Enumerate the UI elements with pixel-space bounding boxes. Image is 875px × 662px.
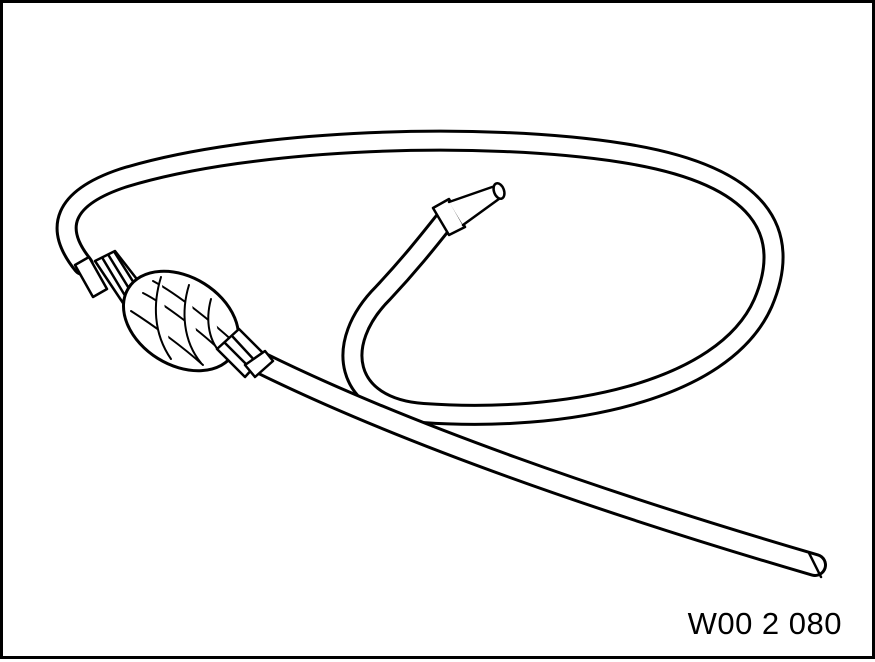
figure-code-label: W00 2 080 bbox=[687, 606, 842, 641]
lower-hose bbox=[249, 351, 827, 579]
outlet-fitting bbox=[215, 327, 275, 379]
hose-tip-connector bbox=[431, 182, 506, 237]
upper-hose-loop bbox=[55, 129, 785, 426]
hand-pump-hose-illustration bbox=[55, 129, 827, 579]
hand-pump-bulb bbox=[121, 269, 241, 373]
